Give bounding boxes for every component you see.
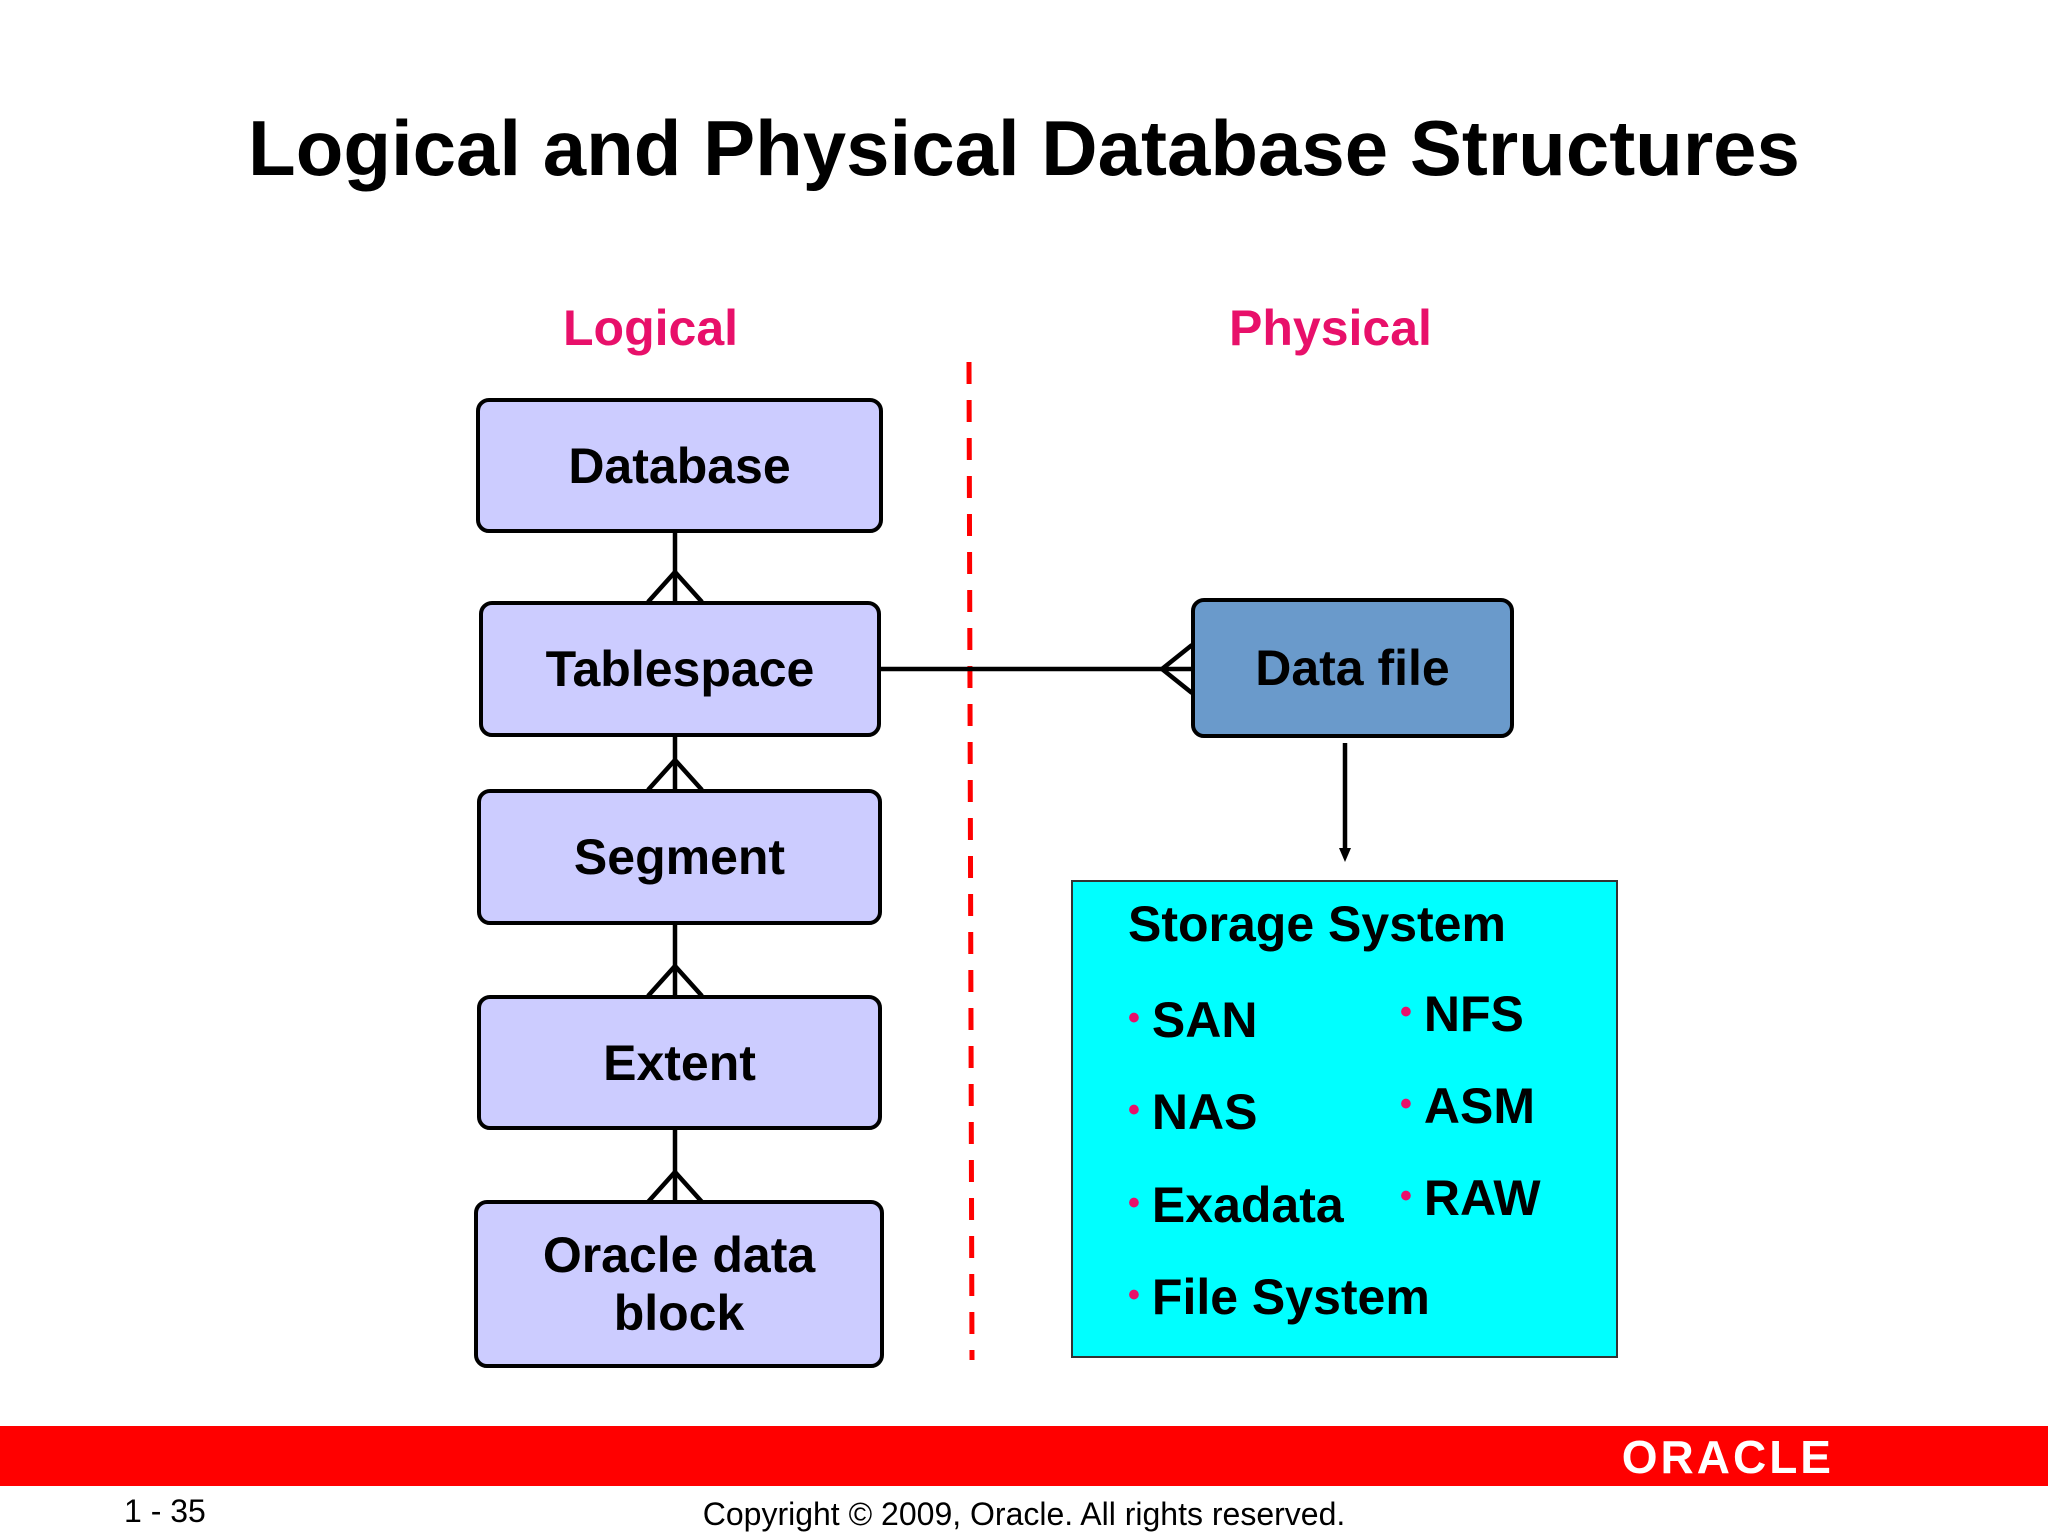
segment-box: Segment xyxy=(477,789,882,925)
copyright-text: Copyright © 2009, Oracle. All rights res… xyxy=(702,1496,1346,1532)
data-file-label: Data file xyxy=(1255,640,1450,696)
tablespace-box: Tablespace xyxy=(479,601,881,737)
bullet-icon: • xyxy=(1128,1276,1140,1314)
segment-label: Segment xyxy=(573,829,786,885)
extent-box: Extent xyxy=(477,995,882,1130)
logical-heading: Logical xyxy=(563,300,739,356)
storage-item-raw: •RAW xyxy=(1400,1170,1541,1226)
storage-item-asm: •ASM xyxy=(1400,1078,1536,1134)
bullet-icon: • xyxy=(1400,1085,1412,1123)
extent-label: Extent xyxy=(603,1034,756,1091)
data-file-box: Data file xyxy=(1191,598,1514,738)
page-number: 1 - 35 xyxy=(124,1493,206,1529)
divider-line xyxy=(966,361,975,1361)
bullet-icon: • xyxy=(1128,1184,1140,1222)
tablespace-label: Tablespace xyxy=(545,641,815,697)
footer-bar xyxy=(0,1426,2048,1486)
storage-item-exadata: •Exadata xyxy=(1128,1177,1344,1233)
storage-item-nas: •NAS xyxy=(1128,1084,1258,1140)
oracle-data-block-label-line1: Oracle data xyxy=(542,1227,816,1283)
bullet-icon: • xyxy=(1400,1177,1412,1215)
database-box: Database xyxy=(476,398,883,533)
storage-item-nfs: •NFS xyxy=(1400,986,1524,1042)
storage-arrow-head xyxy=(1339,848,1351,862)
storage-item-file-system: •File System xyxy=(1128,1269,1430,1325)
crows-foot-connectors xyxy=(646,531,1194,1204)
bullet-icon: • xyxy=(1400,993,1412,1031)
bullet-icon: • xyxy=(1128,1091,1140,1129)
slide-title: Logical and Physical Database Structures xyxy=(248,104,1800,192)
storage-system-box: Storage System •SAN •NAS •Exadata •File … xyxy=(1071,880,1618,1358)
storage-item-san: •SAN xyxy=(1128,992,1258,1048)
storage-system-title: Storage System xyxy=(1128,896,1506,952)
bullet-icon: • xyxy=(1128,999,1140,1037)
database-label: Database xyxy=(568,437,791,494)
oracle-data-block-box: Oracle data block xyxy=(474,1200,884,1368)
oracle-data-block-label-line2: block xyxy=(613,1285,745,1341)
oracle-logo: ORACLE xyxy=(1621,1431,1834,1483)
physical-heading: Physical xyxy=(1229,300,1432,356)
